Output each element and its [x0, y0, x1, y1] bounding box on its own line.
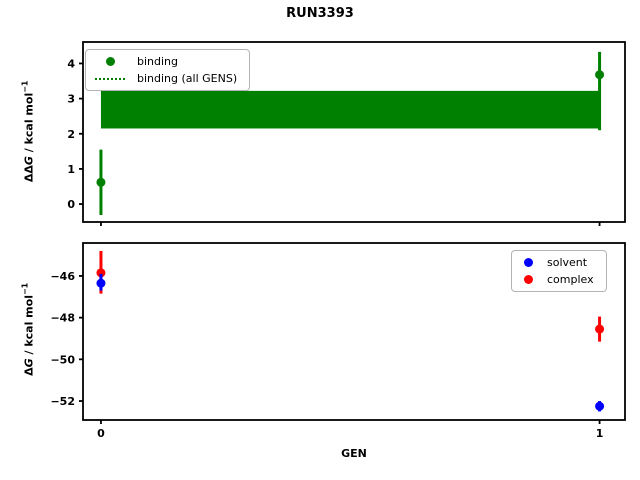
complex-data-point	[595, 324, 605, 334]
solvent-data-point	[595, 401, 605, 411]
dot-marker-icon	[105, 57, 115, 66]
y-tick-label: −50	[50, 353, 75, 366]
y-tick-label: 2	[67, 128, 75, 141]
dot-marker-icon	[523, 275, 533, 284]
legend-label: binding (all GENS)	[137, 72, 238, 85]
complex-data-point	[96, 268, 106, 278]
legend-label: solvent	[547, 256, 588, 269]
x-tick-label: 0	[97, 427, 105, 440]
gen-x-axis-label: GEN	[341, 447, 367, 460]
figure-title: RUN3393	[286, 6, 354, 21]
legend-item-solvent: solvent	[519, 256, 594, 269]
y-tick-label: −48	[50, 312, 75, 325]
dg-y-axis-label: ΔG / kcal mol−1	[20, 282, 36, 376]
legend-label: complex	[547, 273, 594, 286]
legend-label: binding	[137, 55, 179, 68]
dg-axes: −46 −48 −50 −52 0 1	[50, 242, 626, 440]
legend-item-binding: binding	[93, 55, 237, 68]
y-tick-label: 4	[67, 57, 75, 70]
dg-legend: solvent complex	[511, 250, 607, 292]
y-tick-label: −52	[50, 395, 75, 408]
y-tick-label: 3	[67, 93, 75, 106]
ddg-legend: binding binding (all GENS)	[85, 49, 251, 91]
x-tick-label: 1	[596, 427, 604, 440]
ddg-y-axis-label: ΔΔG / kcal mol−1	[20, 80, 36, 183]
confidence-band	[100, 90, 600, 129]
legend-item-complex: complex	[519, 273, 594, 286]
binding-data-point	[96, 177, 106, 187]
legend-item-binding-all-gens: binding (all GENS)	[93, 72, 237, 85]
y-tick-label: 0	[67, 198, 75, 211]
plot-frame	[82, 41, 626, 223]
y-tick-label: −46	[50, 270, 75, 283]
dotted-line-icon	[95, 77, 125, 80]
solvent-data-point	[96, 278, 106, 288]
y-tick-label: 1	[67, 163, 75, 176]
binding-data-point	[595, 70, 605, 80]
dot-marker-icon	[523, 258, 533, 267]
ddg-axes: 0 1 2 3 4	[67, 41, 626, 226]
plot-frame	[82, 242, 626, 421]
